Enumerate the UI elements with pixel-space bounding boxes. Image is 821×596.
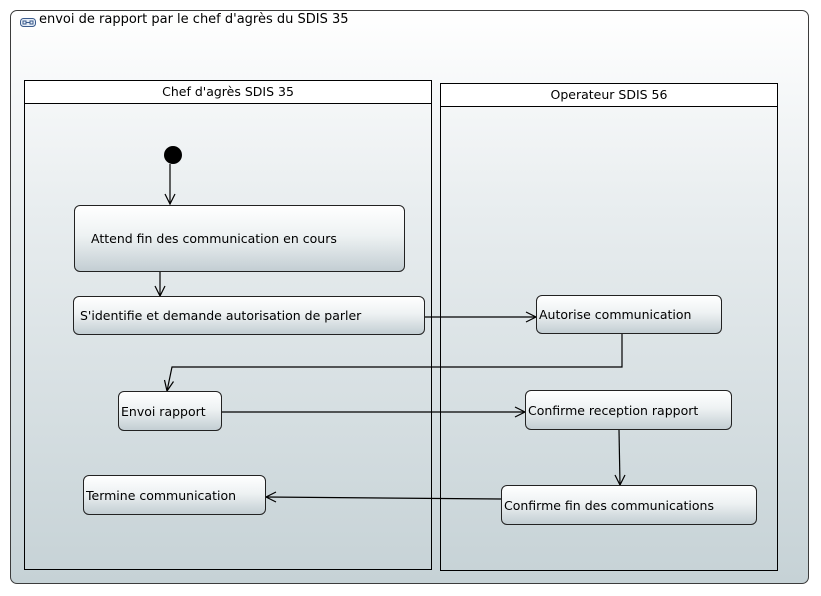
action-confirme-reception-label: Confirme reception rapport	[528, 402, 699, 418]
flow-fin-to-termine	[265, 496, 502, 500]
flow-confirme-reception-to-fin	[618, 429, 621, 486]
flow-fin-to-termine-head	[264, 491, 277, 503]
lane-chef-agres-header: Chef d'agrès SDIS 35	[25, 81, 431, 104]
action-termine-communication-label: Termine communication	[86, 487, 237, 503]
flow-start-to-attend-head	[164, 193, 176, 206]
action-confirme-fin[interactable]: Confirme fin des communications	[501, 485, 757, 525]
action-attend-fin[interactable]: Attend fin des communication en cours	[74, 205, 405, 272]
activity-icon	[20, 18, 36, 27]
action-termine-communication[interactable]: Termine communication	[83, 475, 266, 515]
action-autorise-communication-label: Autorise communication	[539, 307, 692, 322]
diagram-title: envoi de rapport par le chef d'agrès du …	[39, 12, 349, 27]
action-identifie[interactable]: S'identifie et demande autorisation de p…	[73, 296, 425, 335]
initial-node[interactable]	[164, 146, 182, 164]
action-attend-fin-label: Attend fin des communication en cours	[91, 231, 337, 246]
lane-operateur: Operateur SDIS 56	[440, 83, 778, 571]
action-identifie-label: S'identifie et demande autorisation de p…	[80, 308, 362, 323]
action-envoi-rapport[interactable]: Envoi rapport	[118, 391, 222, 431]
action-envoi-rapport-label: Envoi rapport	[121, 403, 206, 419]
flow-autorise-to-envoi	[166, 334, 623, 392]
action-confirme-reception[interactable]: Confirme reception rapport	[525, 390, 732, 430]
lane-chef-agres: Chef d'agrès SDIS 35	[24, 80, 432, 570]
action-autorise-communication[interactable]: Autorise communication	[536, 295, 722, 334]
lane-operateur-header: Operateur SDIS 56	[441, 84, 777, 107]
action-confirme-fin-label: Confirme fin des communications	[504, 497, 714, 513]
